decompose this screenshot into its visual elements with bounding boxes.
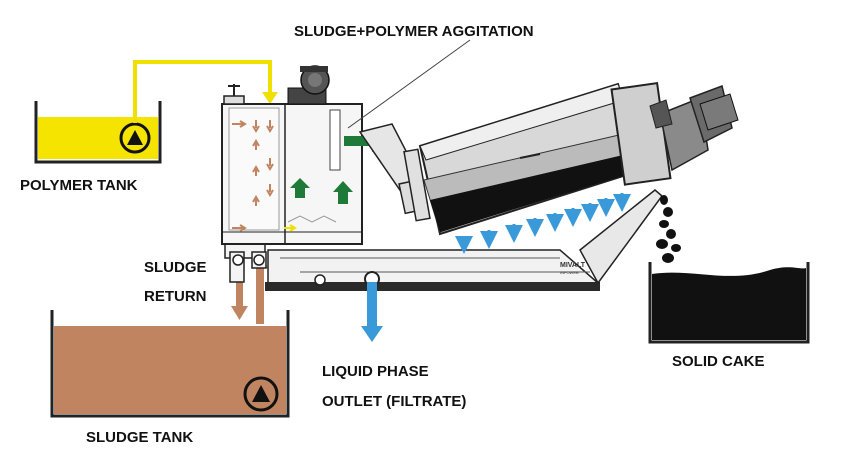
liquid-phase-label-line2: OUTLET (FILTRATE)	[322, 393, 466, 410]
mixing-tank	[221, 84, 363, 245]
pump-icon	[243, 376, 279, 412]
sludge-tank-label: SLUDGE TANK	[86, 429, 193, 446]
solid-cake-bin	[648, 262, 810, 344]
pump-icon	[119, 122, 151, 154]
sludge-feed-pipe	[256, 262, 264, 324]
sludge-return-arrow	[231, 306, 248, 320]
motor-icon	[649, 84, 739, 172]
motor-icon	[287, 65, 330, 105]
cake-chunks	[656, 195, 681, 263]
brand-sub-label: INFOWEB	[560, 270, 579, 275]
solid-cake-label: SOLID CAKE	[672, 353, 765, 370]
filtrate-outlet-arrow	[361, 282, 383, 342]
mixing-flow-arrows	[232, 120, 297, 232]
sludge-return-pipe	[236, 270, 243, 312]
polymer-feed-arrow	[262, 92, 278, 104]
polymer-feed-line	[133, 60, 272, 123]
sludge-tank-wall	[50, 310, 290, 418]
sludge-tank	[50, 310, 290, 418]
sludge-liquid	[54, 326, 286, 414]
liquid-phase-label-line1: LIQUID PHASE	[322, 363, 429, 380]
filtrate-drip-arrows	[455, 193, 631, 254]
agitation-arrows	[290, 178, 353, 204]
machine-frame: MIVALT INFOWEB	[224, 189, 664, 291]
brand-label: MIVALT	[560, 262, 586, 269]
sludge-return-label-line1: SLUDGE	[144, 259, 207, 276]
polymer-liquid	[38, 117, 158, 159]
agitation-label: SLUDGE+POLYMER AGGITATION	[294, 23, 534, 40]
screw-press	[403, 81, 672, 236]
sludge-return-label-line2: RETURN	[144, 288, 207, 305]
polymer-tank-label: POLYMER TANK	[20, 177, 138, 194]
agitation-leader-line	[347, 39, 471, 129]
polymer-tank	[34, 101, 162, 164]
polymer-tank-wall	[34, 101, 162, 164]
